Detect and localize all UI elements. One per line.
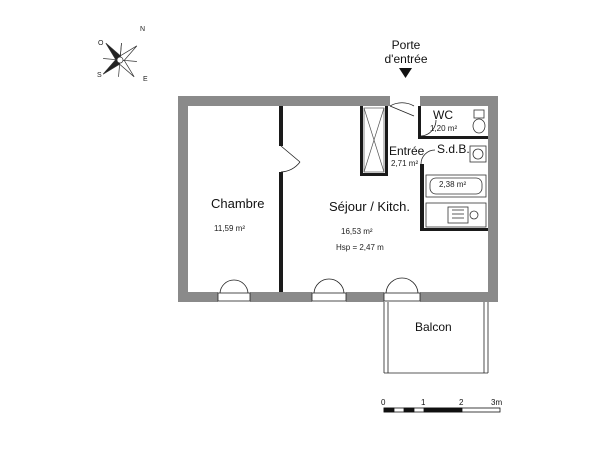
kitchen-unit-icon	[425, 202, 487, 228]
compass-o: O	[98, 40, 104, 47]
room-name-sejour: Séjour / Kitch.	[329, 199, 410, 214]
room-name-wc: WC	[433, 108, 453, 122]
entrance-label: Porte d'entrée	[380, 38, 432, 66]
scale-tick-3: 3m	[491, 398, 503, 407]
room-hsp-sejour: Hsp = 2,47 m	[336, 243, 384, 252]
compass-e: E	[143, 76, 148, 83]
doors	[217, 102, 437, 302]
interior-walls	[279, 106, 488, 292]
fixtures	[425, 109, 487, 228]
outer-walls	[178, 96, 498, 302]
entrance-label-line1: Porte	[391, 38, 421, 52]
scale-tick-2: 2	[459, 398, 464, 407]
compass-n: N	[140, 26, 146, 33]
room-name-chambre: Chambre	[211, 196, 265, 211]
scale-bar	[383, 407, 501, 413]
closet	[363, 107, 385, 173]
room-name-balcon: Balcon	[415, 320, 452, 334]
entrance-label-line2: d'entrée	[384, 52, 428, 66]
sink-icon	[469, 145, 487, 163]
toilet-icon	[473, 109, 485, 119]
room-area-chambre: 11,59 m²	[214, 224, 245, 233]
room-area-wc: 1,20 m²	[430, 124, 458, 133]
compass-rose-icon	[102, 42, 138, 78]
room-area-entree: 2,71 m²	[391, 159, 419, 168]
compass-s: S	[97, 72, 102, 79]
bathtub-icon	[425, 174, 487, 198]
balcony	[383, 302, 489, 374]
room-area-sejour: 16,53 m²	[341, 227, 373, 236]
scale-tick-1: 1	[421, 398, 426, 407]
room-area-sdb: 2,38 m²	[439, 180, 467, 189]
scale-tick-0: 0	[381, 398, 386, 407]
entrance-arrow-icon	[399, 68, 412, 78]
room-name-entree: Entrée	[389, 144, 425, 158]
room-name-sdb: S.d.B.	[437, 142, 470, 156]
